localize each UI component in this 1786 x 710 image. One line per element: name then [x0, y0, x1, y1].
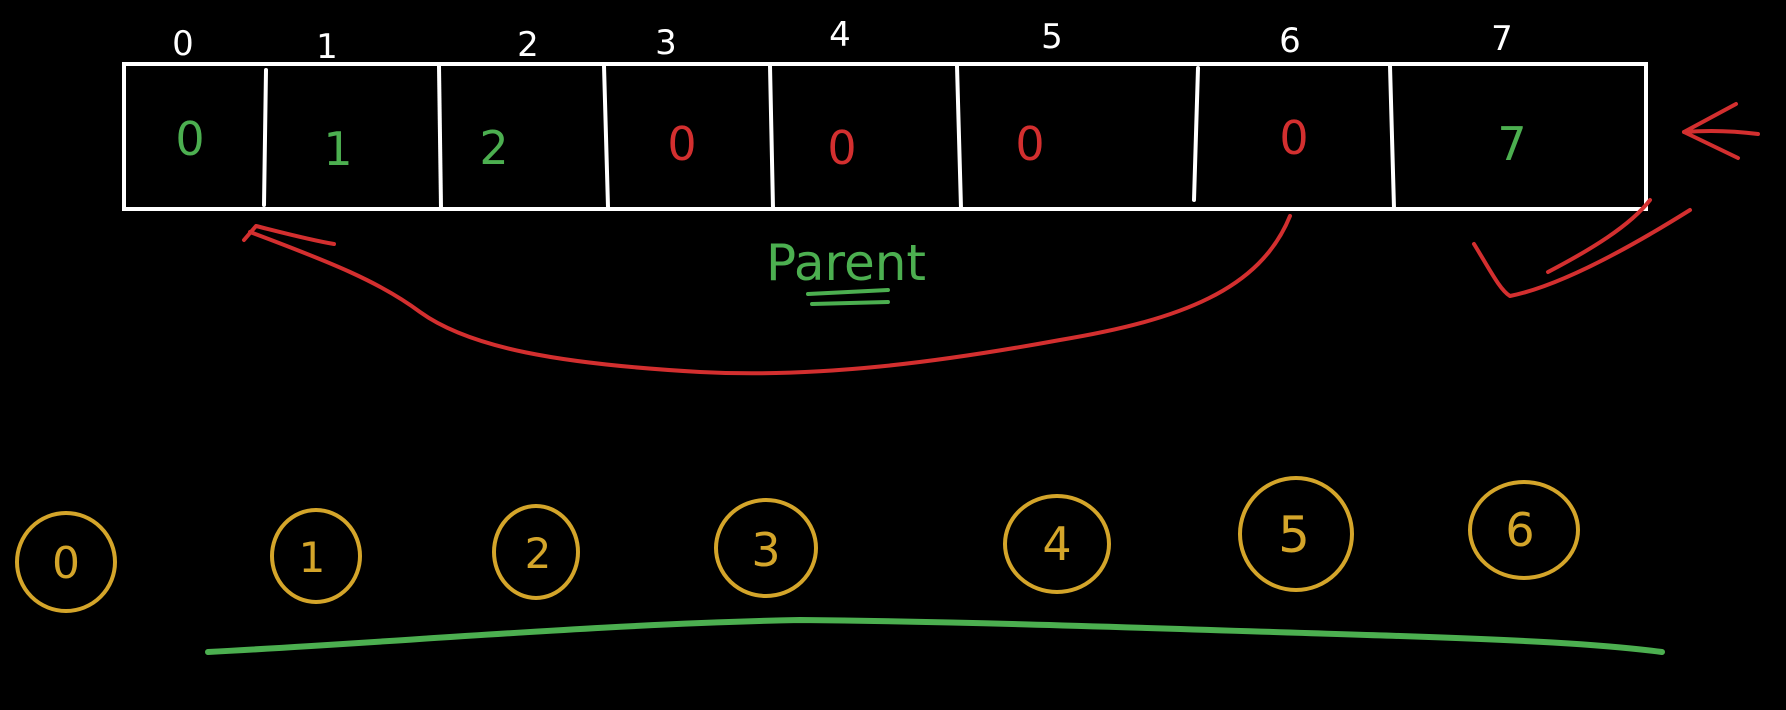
arrow-shaft: [1682, 128, 1760, 136]
node-label: 1: [299, 533, 326, 582]
cell-divider: [262, 68, 268, 207]
green-underline: [205, 616, 1665, 655]
cell-value: 0: [827, 121, 856, 175]
parent-underline: [806, 288, 890, 296]
cell-value: 0: [1279, 111, 1308, 165]
node-list: 0 1 2 3 4 5 6: [15, 476, 1580, 613]
cell-divider: [602, 64, 610, 209]
index-label: 0: [172, 24, 194, 64]
right-arrow: [1682, 102, 1760, 160]
cell-value: 0: [1015, 117, 1044, 171]
array-values: 0 1 2 0 0 0 0 7: [175, 111, 1526, 176]
graph-node: 6: [1468, 480, 1580, 580]
node-label: 3: [751, 523, 780, 577]
parent-arrow: [242, 214, 1292, 376]
array-outline: [122, 62, 1648, 211]
parent-array: [122, 62, 1648, 211]
graph-node: 2: [492, 504, 580, 600]
parent-underline: [810, 300, 890, 306]
node-label: 5: [1278, 506, 1310, 564]
cell-value: 7: [1497, 117, 1526, 171]
check-arrow: [1472, 198, 1692, 298]
index-labels: 0 1 2 3 4 5 6 7: [172, 15, 1513, 67]
graph-node: 0: [15, 511, 117, 613]
index-label: 1: [316, 27, 338, 67]
index-label: 5: [1041, 17, 1063, 57]
index-label: 2: [517, 25, 539, 65]
cell-value: 2: [479, 121, 508, 175]
graph-node: 1: [270, 508, 362, 604]
node-label: 6: [1505, 503, 1534, 557]
curve-arrow: [248, 214, 1292, 376]
index-label: 4: [829, 15, 851, 55]
cell-divider: [437, 64, 443, 210]
cell-divider: [1388, 64, 1396, 210]
cell-value: 0: [667, 117, 696, 171]
check-stroke: [1546, 198, 1652, 274]
cell-value: 1: [323, 122, 352, 176]
index-label: 6: [1279, 21, 1301, 61]
cell-value: 0: [175, 112, 204, 166]
cell-divider: [768, 64, 775, 210]
node-label: 0: [52, 538, 80, 589]
index-label: 7: [1491, 19, 1513, 59]
node-label: 4: [1042, 517, 1071, 571]
graph-node: 5: [1238, 476, 1354, 592]
curve-arrow-head: [242, 224, 336, 246]
check-stroke: [1472, 208, 1692, 298]
parent-label: Parent: [766, 234, 926, 306]
cell-divider: [1192, 66, 1200, 202]
node-label: 2: [525, 529, 552, 578]
graph-node: 3: [714, 498, 818, 598]
graph-node: 4: [1003, 494, 1111, 594]
cell-divider: [955, 64, 963, 210]
index-label: 3: [655, 23, 677, 63]
parent-text: Parent: [766, 234, 926, 292]
